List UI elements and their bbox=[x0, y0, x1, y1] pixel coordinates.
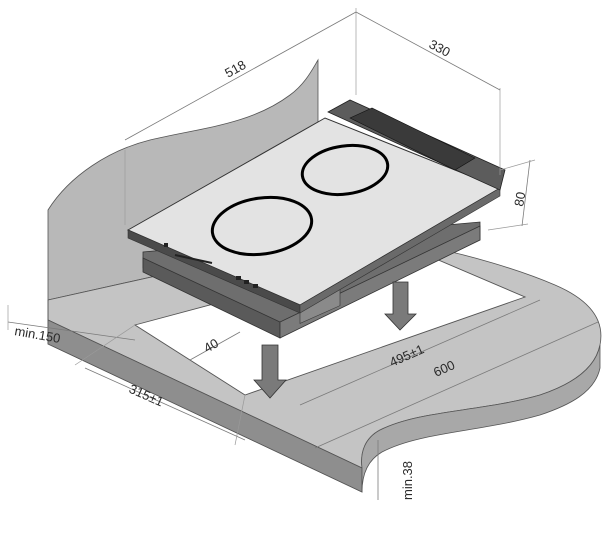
insert-arrow-left bbox=[253, 344, 287, 399]
dim-40-line bbox=[189, 331, 241, 361]
dim-315-line bbox=[84, 367, 246, 441]
insert-arrow-right bbox=[384, 281, 417, 331]
dim-330-line bbox=[355, 11, 501, 91]
dim-min150-line bbox=[7, 321, 136, 341]
control-key-4 bbox=[164, 243, 168, 247]
dim-80-line bbox=[521, 159, 531, 227]
dim-600-line bbox=[314, 321, 599, 449]
dim-80-ext-bottom bbox=[487, 223, 529, 231]
cooking-zone-large bbox=[210, 195, 314, 257]
hob-glass-side-edge bbox=[299, 187, 501, 314]
dim-min38-label: min.38 bbox=[400, 461, 415, 500]
control-key-2 bbox=[244, 280, 249, 284]
worktop-right-face bbox=[361, 344, 601, 493]
dim-518-line bbox=[124, 11, 357, 141]
control-key-3 bbox=[253, 284, 258, 288]
control-slider-mark bbox=[174, 254, 213, 264]
control-key-1 bbox=[236, 276, 241, 280]
cooking-zone-small bbox=[300, 143, 390, 197]
dim-315-ext-left bbox=[74, 324, 136, 366]
dim-330-label: 330 bbox=[427, 36, 453, 59]
dim-518-label: 518 bbox=[222, 57, 248, 81]
dim-315-ext-right bbox=[234, 394, 246, 446]
downdraft-vent bbox=[349, 107, 476, 171]
dim-40-label: 40 bbox=[201, 335, 221, 355]
dim-80-ext-top bbox=[499, 159, 536, 171]
dim-80-label: 80 bbox=[511, 191, 528, 208]
dim-495-line bbox=[299, 299, 541, 406]
